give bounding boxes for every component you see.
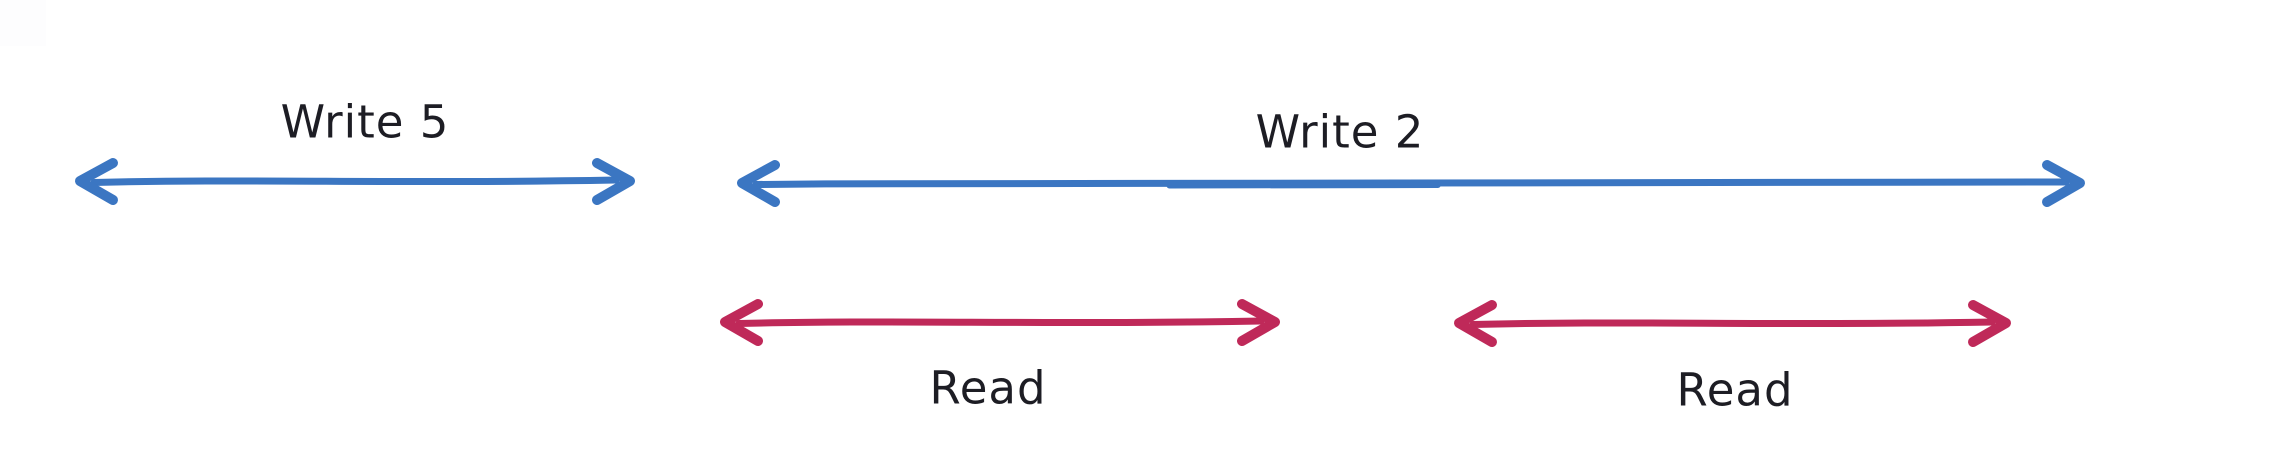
write-5-label[interactable]: Write 5 bbox=[280, 95, 450, 149]
read-arrow[interactable] bbox=[1454, 300, 2011, 347]
read-arrow[interactable] bbox=[720, 299, 1280, 346]
write-arrow[interactable] bbox=[737, 160, 2085, 207]
read-label-2[interactable]: Read bbox=[1676, 363, 1794, 417]
write-arrow[interactable] bbox=[75, 158, 635, 205]
write-2-label[interactable]: Write 2 bbox=[1255, 105, 1425, 159]
read-label-1[interactable]: Read bbox=[929, 361, 1047, 415]
canvas-corner-artifact bbox=[0, 0, 46, 46]
